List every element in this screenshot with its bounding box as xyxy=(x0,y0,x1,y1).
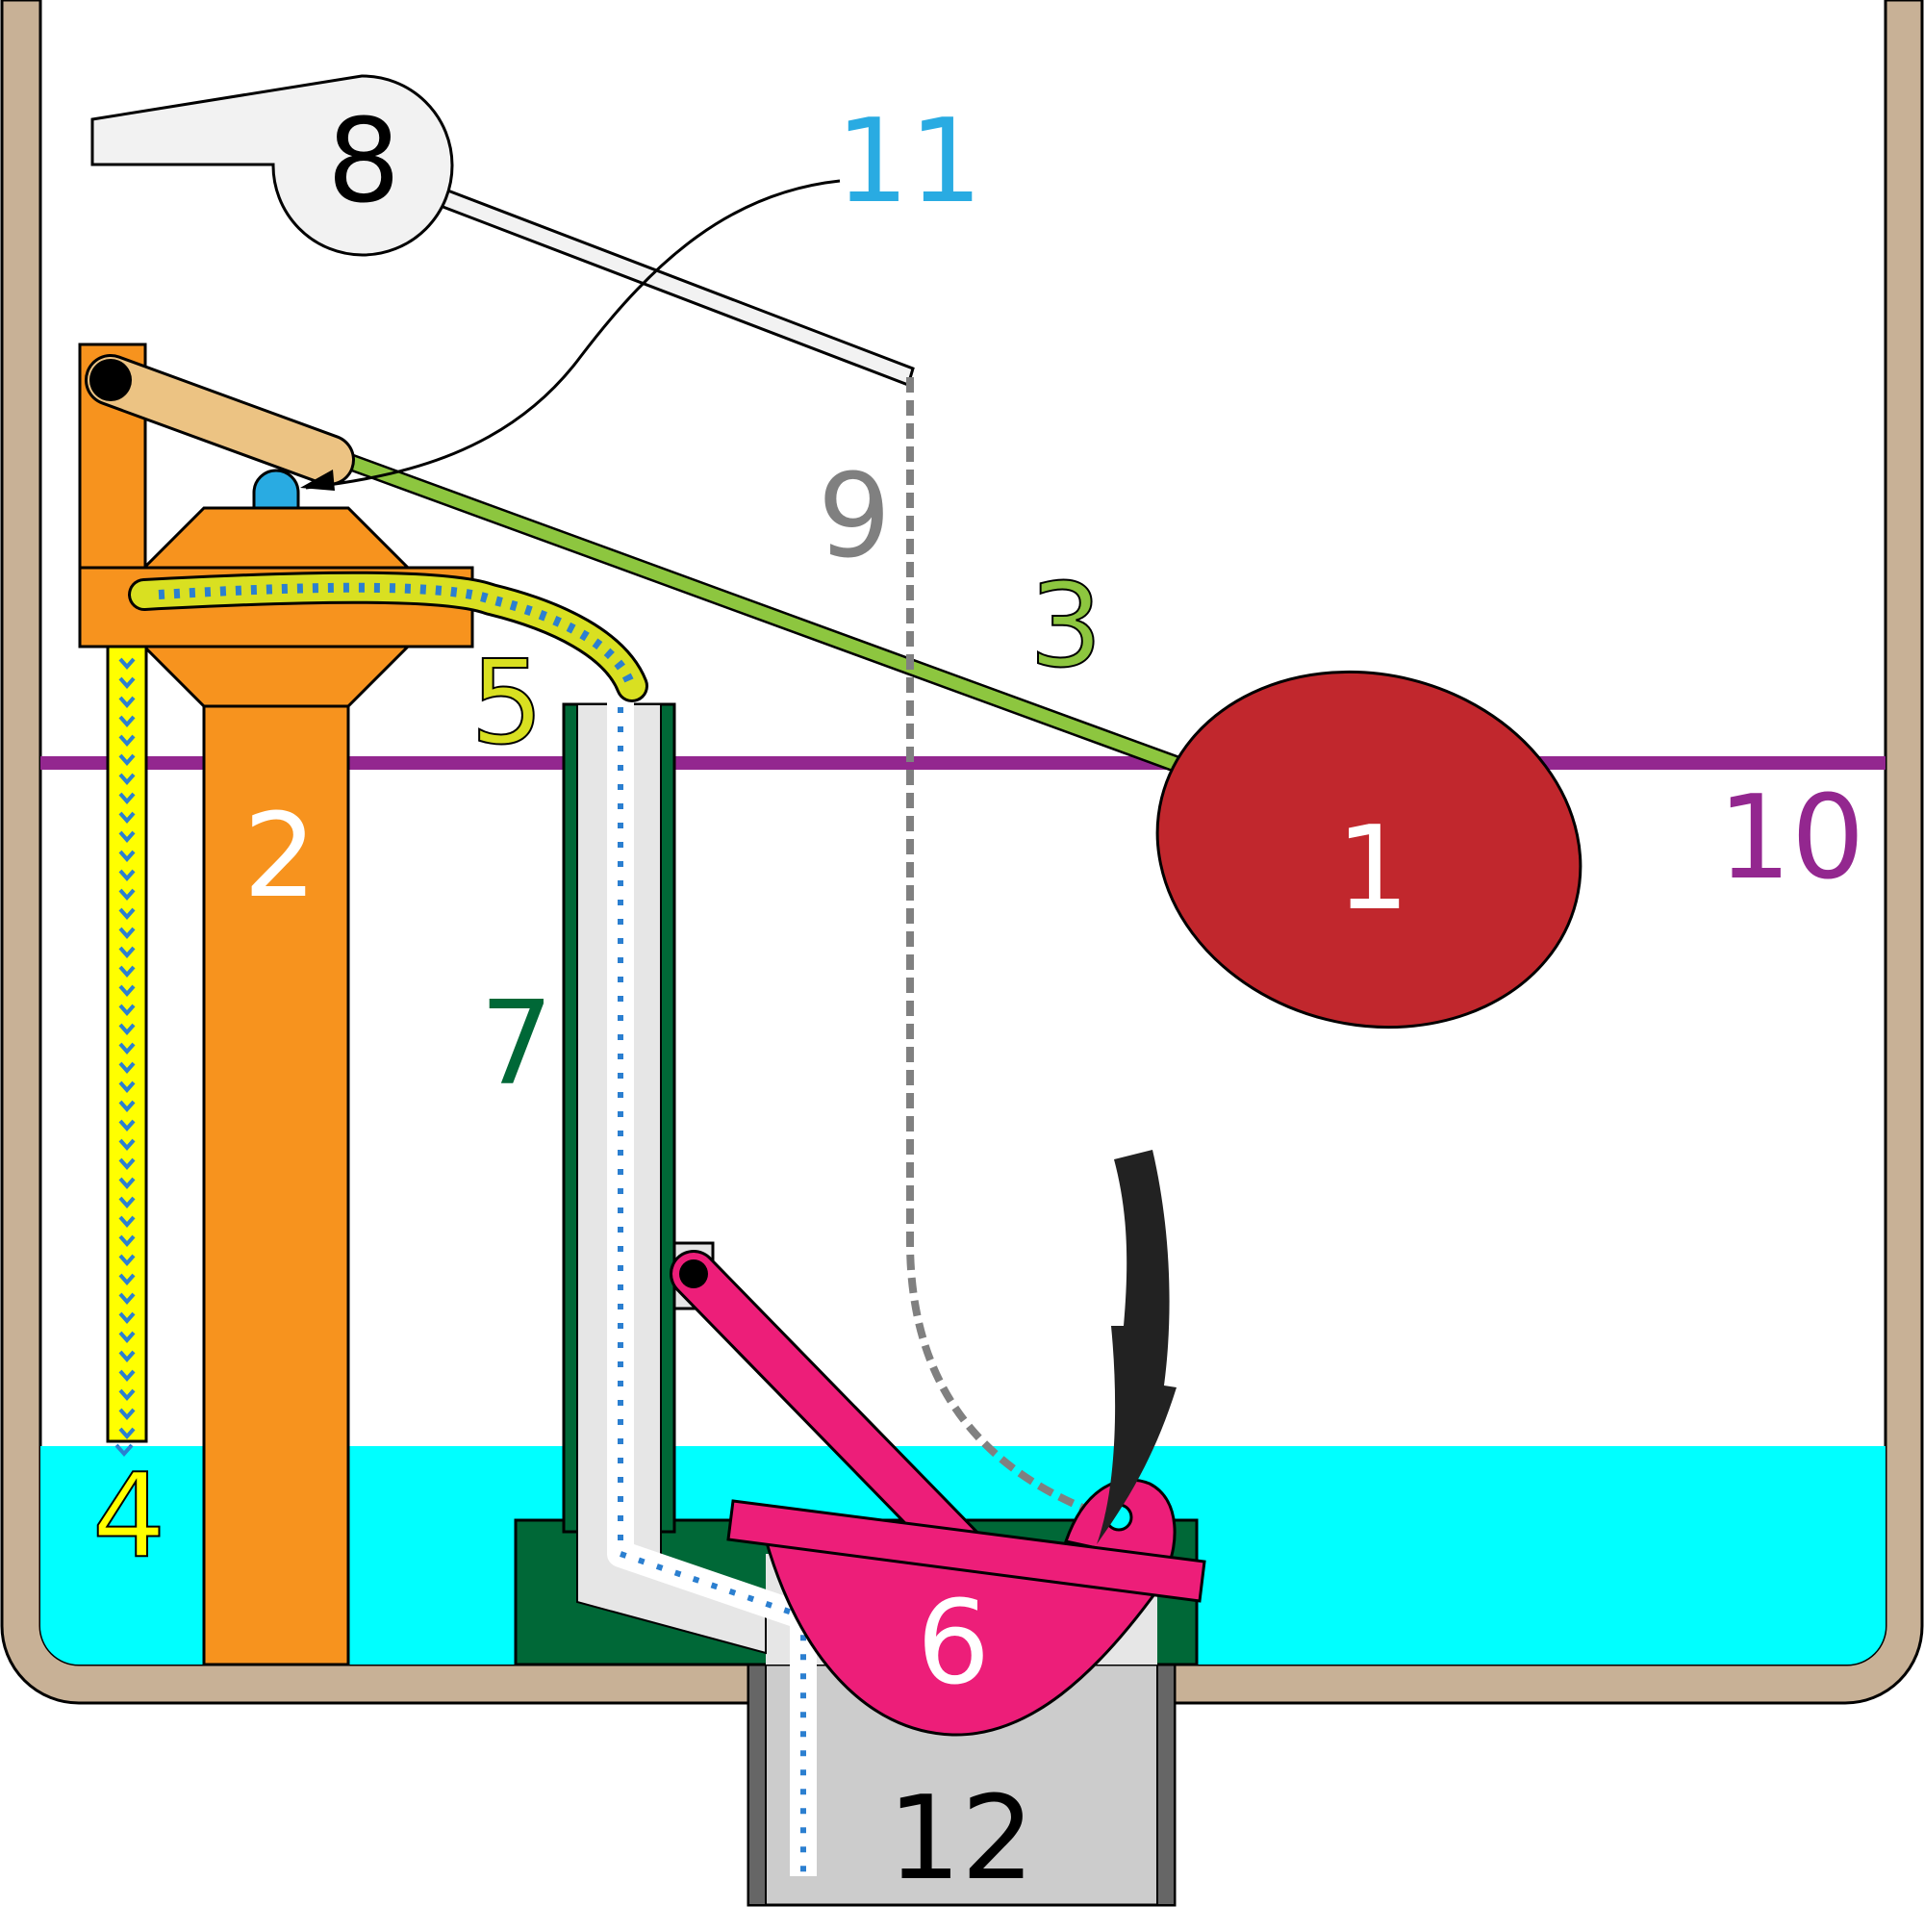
label-drain: 12 xyxy=(888,1772,1035,1906)
refill-tube-outlet-arrow xyxy=(114,1443,134,1458)
pivot-pin xyxy=(89,359,132,401)
refill-tube-flow-arrows xyxy=(113,654,138,1443)
flapper xyxy=(763,1538,1162,1737)
label-bowl-refill-tube: 5 xyxy=(470,637,544,771)
plunger-leader-arrowhead xyxy=(300,470,335,491)
float-arm xyxy=(334,450,1181,772)
fill-valve-body xyxy=(202,704,350,1666)
pivot-arm xyxy=(88,357,352,483)
label-handle: 8 xyxy=(327,95,400,229)
label-refill-tube: 4 xyxy=(92,1450,165,1584)
valve-plunger xyxy=(252,469,300,510)
overflow-flow-arrows-chevrons xyxy=(618,688,806,1876)
bowl-refill-tube-flow xyxy=(158,582,635,685)
label-chain: 9 xyxy=(818,450,891,584)
label-float: 1 xyxy=(1336,802,1409,936)
label-valve-plunger: 11 xyxy=(836,95,983,229)
plunger-leader-line xyxy=(305,179,841,490)
flapper-arm xyxy=(672,1253,983,1570)
chain xyxy=(906,377,1118,1524)
label-flapper: 6 xyxy=(917,1577,990,1711)
fill-valve-lower-cone xyxy=(140,645,412,708)
drain-pipe-wall-right xyxy=(1156,1664,1176,1906)
label-float-arm: 3 xyxy=(1029,560,1102,694)
fill-valve-upper-cone xyxy=(140,506,412,570)
flapper-seal xyxy=(726,1499,1206,1603)
drain-pipe-wall-left xyxy=(747,1664,767,1906)
flush-action-arrow xyxy=(1097,1150,1177,1544)
label-fill-valve: 2 xyxy=(243,790,316,924)
label-water-line: 10 xyxy=(1718,772,1865,905)
float-ball xyxy=(1155,670,1582,1030)
label-overflow-tube: 7 xyxy=(480,978,553,1111)
handle xyxy=(90,74,454,257)
flapper-hinge-pin xyxy=(679,1259,708,1288)
